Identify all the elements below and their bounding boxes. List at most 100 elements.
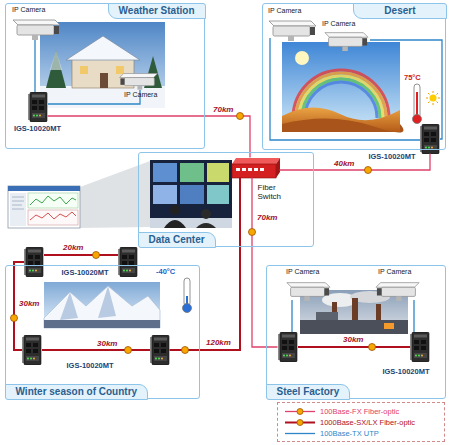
snow-mountain-picture bbox=[44, 282, 160, 328]
temperature-label: 75°C bbox=[404, 74, 421, 82]
fiber-wire bbox=[42, 349, 150, 351]
sun-icon bbox=[426, 91, 440, 105]
control-room-picture bbox=[150, 160, 232, 218]
control-room-picture bbox=[164, 220, 186, 228]
line-dot bbox=[182, 347, 189, 354]
legend-line bbox=[285, 433, 315, 434]
control-room-picture bbox=[153, 185, 177, 204]
device-label: IGS-10020MT bbox=[14, 124, 61, 133]
control-room-picture bbox=[180, 185, 204, 204]
control-room-picture bbox=[170, 205, 180, 215]
switch-icon bbox=[150, 335, 169, 365]
ip-camera-icon bbox=[287, 283, 419, 301]
software-screenshot bbox=[12, 197, 24, 209]
control-room-picture bbox=[180, 163, 204, 182]
line-dot bbox=[125, 347, 132, 354]
fiber-switch-icon bbox=[276, 158, 280, 178]
control-room-picture bbox=[150, 218, 232, 228]
switch-icon bbox=[410, 332, 429, 362]
legend-row: 100Base-TX UTP bbox=[284, 428, 438, 439]
software-screenshot bbox=[8, 186, 80, 228]
distance-label: 70km bbox=[256, 214, 278, 222]
ip-camera-icon bbox=[287, 283, 330, 301]
legend-sample bbox=[284, 407, 316, 416]
utp-wire bbox=[270, 38, 420, 140]
snow-house-picture bbox=[40, 86, 165, 108]
line-dot bbox=[369, 344, 376, 351]
snow-house-picture bbox=[40, 22, 165, 108]
software-screenshot bbox=[10, 193, 26, 226]
desert-picture bbox=[295, 51, 309, 65]
region-box: Fiber SwitchData Center bbox=[138, 152, 314, 247]
snow-mountain-picture bbox=[98, 286, 116, 318]
ip-camera-icon bbox=[13, 20, 60, 40]
device-label: IGS-10020MT bbox=[67, 361, 114, 370]
ip-camera-icon bbox=[269, 21, 316, 41]
snow-house-picture bbox=[116, 66, 124, 74]
switch-icon bbox=[28, 92, 47, 122]
distance-label: 70km bbox=[212, 106, 234, 114]
control-room-picture bbox=[207, 185, 229, 204]
legend-sample bbox=[284, 429, 316, 438]
switch-icon bbox=[24, 247, 43, 277]
region-title: Steel Factory bbox=[266, 384, 351, 400]
ip-camera-icon bbox=[325, 33, 368, 51]
line-dot bbox=[249, 229, 256, 236]
snow-house-picture bbox=[46, 50, 66, 88]
fiber-switch-icon bbox=[232, 158, 280, 164]
control-room-picture bbox=[153, 163, 177, 182]
legend-text: 100Base-FX Fiber-optic bbox=[320, 407, 399, 416]
distance-label: 120km bbox=[205, 339, 232, 347]
ip-camera-icon bbox=[269, 21, 368, 51]
line-dot bbox=[365, 167, 372, 174]
switch-icon bbox=[278, 332, 297, 362]
legend-sample bbox=[284, 418, 316, 427]
ip-camera-icon bbox=[120, 74, 158, 90]
control-room-picture bbox=[150, 160, 232, 228]
region-title: Winter season of Country bbox=[5, 384, 149, 400]
distance-label: 30km bbox=[18, 300, 40, 308]
fiber-wire bbox=[298, 346, 410, 348]
utp-wire bbox=[34, 40, 35, 92]
switch-icon bbox=[22, 92, 439, 365]
distance-label: 30km bbox=[96, 340, 118, 348]
line-dot bbox=[93, 252, 100, 259]
legend-dot bbox=[297, 420, 303, 426]
utp-wire bbox=[270, 38, 442, 140]
legend-dot bbox=[297, 409, 303, 415]
legend-row: 100Base-FX Fiber-optic bbox=[284, 406, 438, 417]
device-label: IGS-10020MT bbox=[62, 268, 109, 277]
distance-label: 30km bbox=[342, 336, 364, 344]
distance-label: 40km bbox=[333, 160, 355, 168]
region-title: Desert bbox=[353, 3, 446, 19]
device-label: IP Camera bbox=[124, 91, 157, 98]
thermometer-cold bbox=[183, 304, 192, 313]
snow-house-picture bbox=[40, 22, 165, 108]
software-screenshot bbox=[28, 193, 78, 208]
region-box: IGS-10020MTIGS-10020MTWinter season of C… bbox=[5, 265, 200, 399]
temperature-label: -40°C bbox=[156, 268, 175, 276]
switch-node: IGS-10020MT bbox=[22, 335, 170, 365]
fiber-link bbox=[170, 178, 241, 351]
fiber-switch-icon bbox=[236, 168, 240, 171]
snow-mountain-picture bbox=[44, 320, 160, 328]
region-title: Data Center bbox=[138, 232, 216, 248]
magnifier-beam bbox=[80, 161, 150, 228]
desert-picture bbox=[282, 118, 404, 132]
legend-row: 1000Base-SX/LX Fiber-optic bbox=[284, 417, 438, 428]
fiber-wire bbox=[44, 254, 118, 256]
snow-mountain-picture bbox=[60, 292, 78, 320]
distance-label: 20km bbox=[62, 244, 84, 252]
desert-picture bbox=[282, 42, 400, 132]
switch-icon bbox=[118, 247, 137, 277]
thermometer-hot bbox=[416, 92, 418, 118]
fiber-wire bbox=[298, 346, 410, 348]
software-screenshot bbox=[8, 186, 80, 191]
switch-icon bbox=[22, 335, 41, 365]
fiber-switch-icon bbox=[260, 168, 264, 171]
line-dot bbox=[11, 315, 18, 322]
software-screenshot bbox=[8, 186, 80, 228]
